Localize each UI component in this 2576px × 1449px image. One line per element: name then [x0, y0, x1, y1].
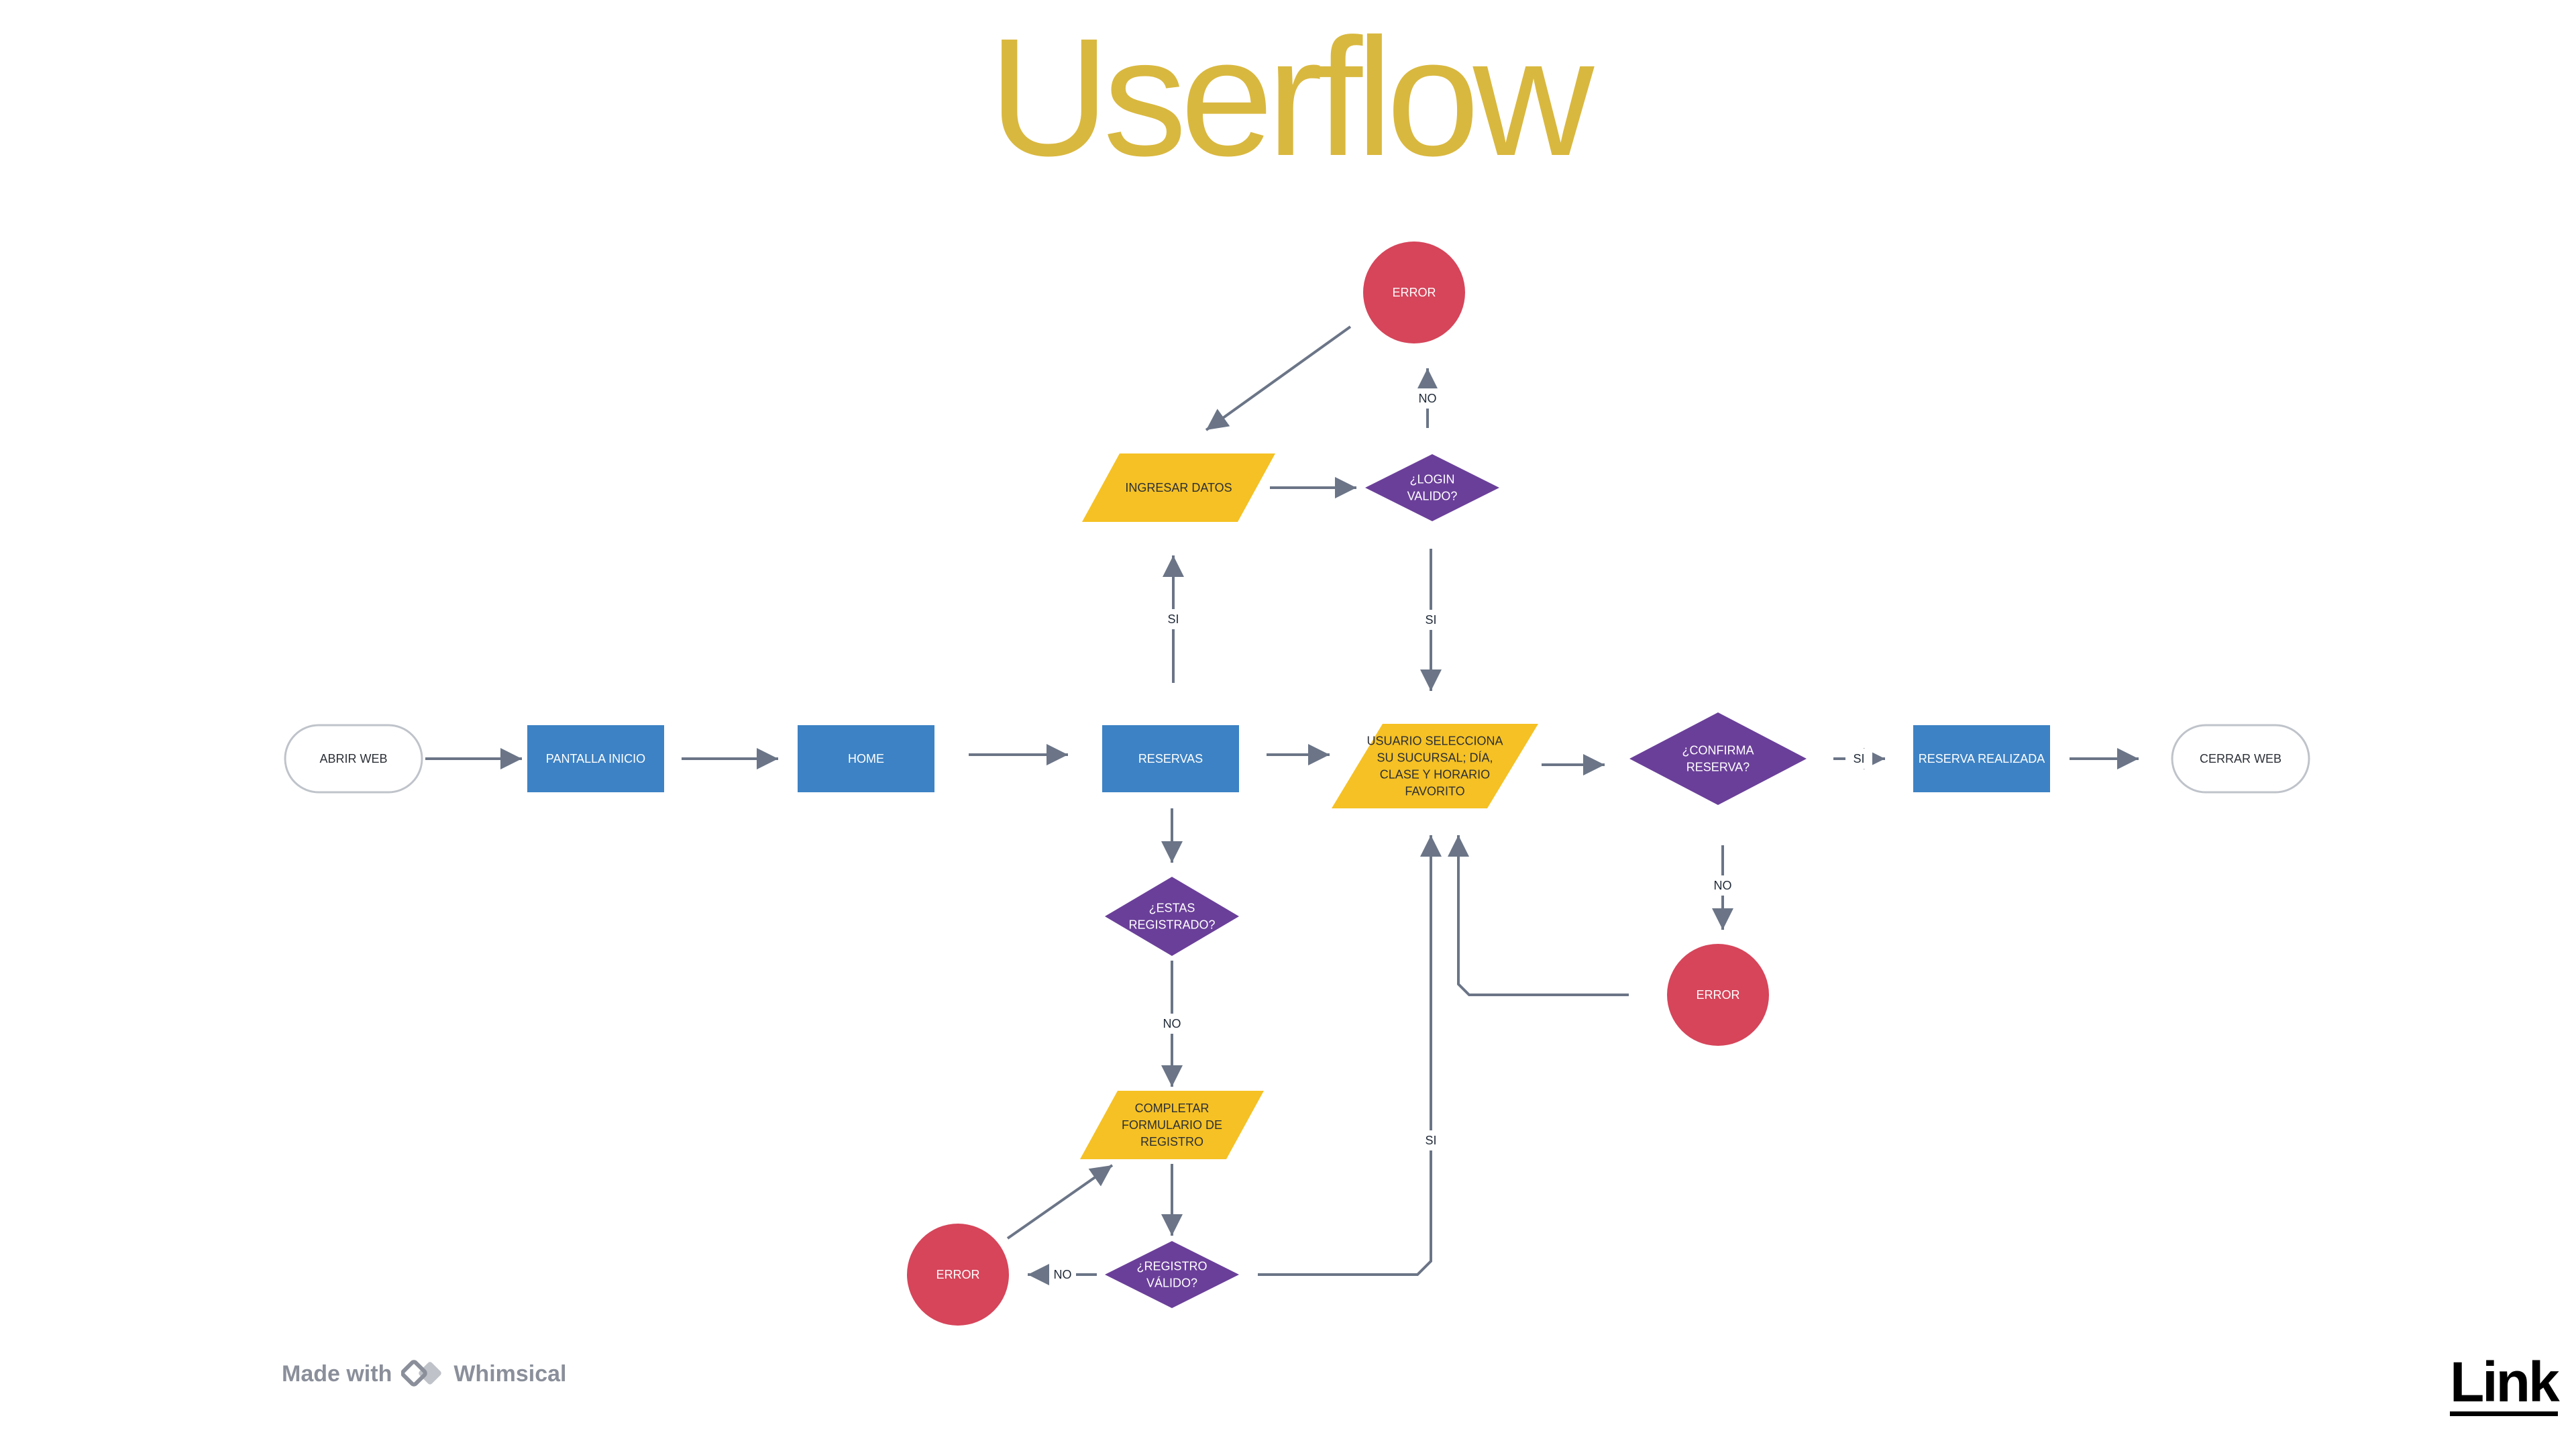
made-with-whimsical-badge[interactable]: Made with Whimsical [282, 1359, 567, 1389]
node-ingresar-datos[interactable]: INGRESAR DATOS [1082, 453, 1275, 522]
reserva-realizada-label-line: RESERVA REALIZADA [1919, 752, 2045, 765]
edge-registro-valido-to-usuario-selecciona [1258, 835, 1442, 1276]
node-reserva-realizada[interactable]: RESERVA REALIZADA [1913, 725, 2050, 792]
usuario-selecciona-label-line: CLASE Y HORARIO [1380, 768, 1490, 782]
node-login-valido[interactable]: ¿LOGIN VALIDO? [1365, 454, 1499, 521]
node-pantalla-inicio[interactable]: PANTALLA INICIO [527, 725, 664, 792]
ingresar-datos-label-line: INGRESAR DATOS [1125, 481, 1232, 494]
edge-label-si: SI [1167, 612, 1179, 626]
node-error-login[interactable]: ERROR [1363, 241, 1465, 343]
edge-label-si: SI [1853, 752, 1864, 765]
terminal-shape [2171, 724, 2310, 794]
edge-error-login-to-ingresar-datos [1205, 325, 1352, 431]
completar-formulario-label-line: REGISTRO [1140, 1135, 1203, 1148]
decision-shape [1105, 1241, 1239, 1308]
nodes-layer: ABRIR WEB PANTALLA INICIO HOME RESERVAS USUA… [284, 241, 2310, 1326]
input-shape [1080, 1091, 1264, 1159]
input-shape [1332, 724, 1538, 808]
usuario-selecciona-label-line: SU SUCURSAL; DÍA, [1377, 751, 1493, 765]
home-label-line: HOME [848, 752, 884, 765]
registro-valido-label-line: VÁLIDO? [1146, 1277, 1197, 1290]
process-shape [1102, 725, 1239, 792]
decision-shape [1629, 712, 1807, 805]
terminal-shape [284, 724, 423, 794]
login-valido-label-line: ¿LOGIN [1409, 473, 1454, 486]
node-error-confirma[interactable]: ERROR [1667, 944, 1769, 1046]
whimsical-text: Whimsical [453, 1360, 567, 1387]
completar-formulario-label-line: COMPLETAR [1135, 1102, 1210, 1115]
edge-label-si: SI [1425, 613, 1436, 627]
edge-label-background [1159, 1014, 1185, 1034]
edge-error-registro-to-completar-formulario [1006, 1164, 1114, 1240]
usuario-selecciona-label-line: USUARIO SELECCIONA [1366, 735, 1503, 748]
decision-shape [1105, 877, 1239, 956]
edge-label-background [1845, 749, 1872, 769]
completar-formulario-label-line: FORMULARIO DE [1122, 1118, 1222, 1132]
whimsical-logo-icon [401, 1360, 442, 1387]
login-valido-label-line: VALIDO? [1407, 490, 1458, 503]
input-shape [1082, 453, 1275, 522]
edge-label-no: NO [1419, 392, 1437, 405]
edge-label-background [1049, 1265, 1076, 1285]
error-login-label-line: ERROR [1392, 286, 1436, 299]
decision-shape [1365, 454, 1499, 521]
node-usuario-selecciona[interactable]: USUARIO SELECCIONA SU SUCURSAL; DÍA, CLASE… [1332, 724, 1538, 808]
cerrar-web-label-line: CERRAR WEB [2200, 752, 2282, 765]
node-estas-registrado[interactable]: ¿ESTAS REGISTRADO? [1105, 877, 1239, 956]
node-error-registro[interactable]: ERROR [907, 1224, 1009, 1326]
process-shape [1913, 725, 2050, 792]
edge-label-background [1160, 609, 1187, 629]
edge-label-background [1414, 388, 1441, 409]
node-abrir-web[interactable]: ABRIR WEB [284, 724, 423, 794]
error-shape [1363, 241, 1465, 343]
edge-labels-layer: SI SI NO SI NO NO SI NO [1049, 388, 1872, 1285]
edge-label-background [1417, 610, 1444, 630]
edge-label-background [1417, 1130, 1444, 1150]
edge-label-no: NO [1054, 1268, 1072, 1281]
edges-layer [425, 325, 2139, 1285]
node-cerrar-web[interactable]: CERRAR WEB [2171, 724, 2310, 794]
process-shape [527, 725, 664, 792]
error-shape [907, 1224, 1009, 1326]
estas-registrado-label-line: REGISTRADO? [1128, 918, 1215, 932]
node-confirma-reserva[interactable]: ¿CONFIRMA RESERVA? [1629, 712, 1807, 805]
made-with-text: Made with [282, 1360, 392, 1387]
edge-label-no: NO [1163, 1017, 1181, 1030]
error-confirma-label-line: ERROR [1696, 988, 1739, 1002]
edge-label-background [1709, 875, 1736, 896]
confirma-reserva-label-line: RESERVA? [1686, 761, 1750, 774]
node-completar-formulario[interactable]: COMPLETAR FORMULARIO DE REGISTRO [1080, 1091, 1264, 1159]
node-reservas[interactable]: RESERVAS [1102, 725, 1239, 792]
usuario-selecciona-label-line: FAVORITO [1405, 785, 1464, 798]
edge-error-confirma-to-usuario-selecciona [1448, 835, 1629, 996]
error-registro-label-line: ERROR [936, 1268, 979, 1281]
node-home[interactable]: HOME [798, 725, 934, 792]
error-shape [1667, 944, 1769, 1046]
registro-valido-label-line: ¿REGISTRO [1136, 1260, 1207, 1273]
estas-registrado-label-line: ¿ESTAS [1149, 902, 1195, 915]
edge-label-no: NO [1714, 879, 1732, 892]
abrir-web-label-line: ABRIR WEB [319, 752, 387, 765]
reservas-label-line: RESERVAS [1138, 752, 1203, 765]
confirma-reserva-label-line: ¿CONFIRMA [1682, 744, 1754, 757]
edge-label-si: SI [1425, 1134, 1436, 1147]
node-registro-valido[interactable]: ¿REGISTRO VÁLIDO? [1105, 1241, 1239, 1308]
page-title: Userflow [988, 3, 1594, 191]
pantalla-inicio-label-line: PANTALLA INICIO [546, 752, 645, 765]
process-shape [798, 725, 934, 792]
brand-logo: Link [2450, 1354, 2560, 1416]
